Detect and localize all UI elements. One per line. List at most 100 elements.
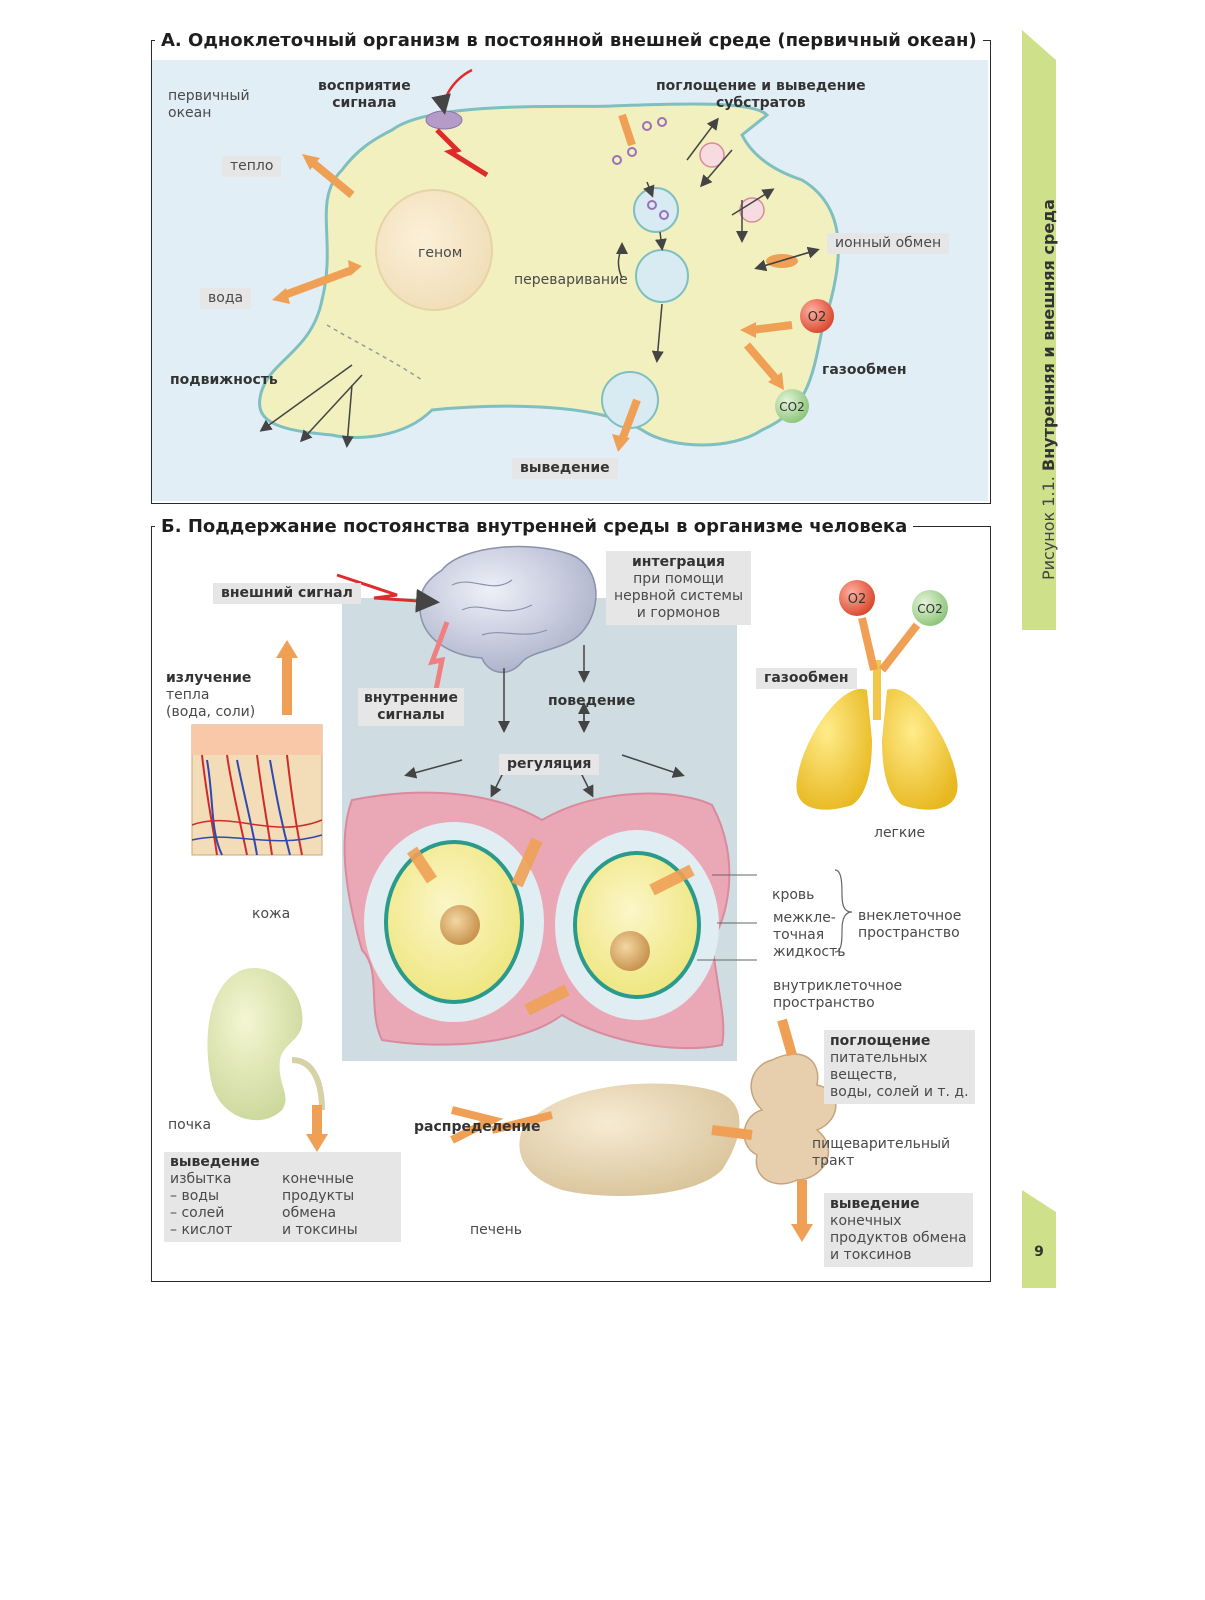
uptake-line-2: субстратов [715, 95, 806, 111]
extracellular-line-1: внеклеточное [858, 908, 962, 924]
radiation-line-3: (вода, соли) [166, 704, 256, 720]
cell-body [258, 102, 840, 447]
end-products-line-1: конечные [282, 1171, 354, 1187]
heat-arrow [309, 158, 355, 199]
o2-ball-b [839, 580, 875, 616]
co2-label-a: CO2 [779, 400, 804, 414]
end-products-line-2: продукты [282, 1188, 355, 1204]
gas-exchange-label-b: газообмен [756, 668, 857, 689]
interstitial-line-1: межкле- [773, 910, 836, 926]
uptake-line-1: поглощение и выведение [656, 78, 866, 94]
absorption-line-2: питательных [830, 1050, 928, 1066]
figure-label: Рисунок 1.1. [1039, 476, 1058, 580]
kidney-label: почка [168, 1117, 212, 1133]
internal-signals-label: внутренние сигналы [358, 688, 464, 726]
cell-right [573, 851, 701, 999]
excretion-arrow [618, 398, 641, 442]
water-arrow [280, 266, 354, 300]
excretion-left-line-5: – кислот [170, 1222, 233, 1238]
skin-label: кожа [252, 906, 291, 922]
regulation-label: регуляция [499, 754, 600, 775]
kidney-icon [207, 968, 303, 1121]
receptor [425, 110, 463, 130]
interstitial-line-2: точная [773, 927, 825, 943]
radiation-label: излучение тепла (вода, соли) [166, 670, 255, 721]
ion-exchange-label: ионный обмен [827, 233, 950, 254]
signal-bolt [435, 128, 489, 178]
liver-label: печень [470, 1222, 523, 1238]
co2-ball-a [775, 389, 809, 423]
excretion-right-line-3: продуктов обмена [830, 1230, 967, 1246]
intracellular-line-2: пространство [773, 995, 875, 1011]
heat-label: тепло [222, 156, 282, 177]
genome-nucleus [375, 189, 493, 311]
excretion-left-line-1: выведение [170, 1154, 260, 1170]
page-number-tab [1022, 1190, 1056, 1288]
end-products-line-4: и токсины [282, 1222, 358, 1238]
behavior-label: поведение [548, 693, 636, 709]
radiation-line-2: тепла [166, 687, 210, 703]
gi-tract-icon [743, 1053, 837, 1185]
genome-label: геном [418, 245, 463, 261]
gi-tract-line-2: тракт [812, 1153, 855, 1169]
integration-line-4: и гормонов [636, 605, 721, 621]
digestion-label: переваривание [514, 272, 628, 288]
end-products-label: конечные продукты обмена и токсины [282, 1171, 358, 1239]
external-signal-label: внешний сигнал [213, 583, 361, 604]
distribution-label: распределение [414, 1119, 541, 1135]
absorption-line-1: поглощение [830, 1033, 931, 1049]
water-label: вода [200, 288, 252, 309]
end-products-line-3: обмена [282, 1205, 337, 1221]
panel-a-title: А. Одноклеточный организм в постоянной в… [155, 30, 983, 51]
ocean-label: первичный океан [168, 88, 250, 122]
skin-block [191, 724, 323, 856]
signal-perception-label: восприятие сигнала [318, 78, 411, 112]
excretion-right-line-1: выведение [830, 1196, 920, 1212]
extracellular-line-2: пространство [858, 925, 960, 941]
gi-tract-line-1: пищеварительный [812, 1136, 951, 1152]
co2-label-b: CO2 [917, 602, 942, 616]
gi-tract-label: пищеварительный тракт [812, 1136, 950, 1170]
lungs-icon [796, 688, 872, 810]
co2-ball-b [912, 590, 948, 626]
excretion-right-line-4: и токсинов [830, 1247, 912, 1263]
figure-title: Внутренняя и внешняя среда [1039, 199, 1058, 472]
o2-label-b: O2 [848, 592, 867, 607]
gas-exchange-label-a: газообмен [822, 362, 907, 378]
excretion-left-line-4: – солей [170, 1205, 225, 1221]
brain-icon [419, 545, 597, 674]
integration-label: интеграция при помощи нервной системы и … [606, 551, 752, 625]
o2-ball-a [800, 299, 834, 333]
page-number: 9 [1034, 1244, 1044, 1260]
absorption-line-3: веществ, [830, 1067, 898, 1083]
internal-signals-line-1: внутренние [364, 690, 458, 706]
signal-perception-line-2: сигнала [332, 95, 397, 111]
panel-b-title: Б. Поддержание постоянства внутренней ср… [155, 516, 914, 537]
chapter-side-tab [1022, 30, 1056, 630]
interstitial-label: межкле- точная жидкость [773, 910, 846, 961]
interstitial-line-3: жидкость [773, 944, 846, 960]
absorption-line-4: воды, солей и т. д. [830, 1084, 969, 1100]
excretion-right-line-2: конечных [830, 1213, 902, 1229]
liver-icon [519, 1083, 740, 1196]
o2-label-a: O2 [808, 310, 827, 325]
signal-perception-line-1: восприятие [318, 78, 411, 94]
panel-a-diagram: O2 CO2 [152, 60, 988, 501]
uptake-label: поглощение и выведение субстратов [656, 78, 866, 112]
integration-line-1: интеграция [632, 554, 726, 570]
figure-caption-vertical: Рисунок 1.1. Внутренняя и внешняя среда [1039, 199, 1058, 580]
radiation-line-1: излучение [166, 670, 252, 686]
motility-label: подвижность [170, 372, 278, 388]
ocean-label-line-2: океан [168, 105, 212, 121]
excretion-left-line-2: избытка [170, 1171, 232, 1187]
integration-line-3: нервной системы [614, 588, 744, 604]
absorption-label: поглощение питательных веществ, воды, со… [824, 1030, 975, 1104]
ocean-label-line-1: первичный [168, 88, 250, 104]
extracellular-label: внеклеточное пространство [858, 908, 961, 942]
excretion-label-a: выведение [512, 458, 618, 479]
excretion-left-line-3: – воды [170, 1188, 219, 1204]
integration-line-2: при помощи [633, 571, 724, 587]
internal-signals-line-2: сигналы [377, 707, 445, 723]
blood-label: кровь [772, 887, 815, 903]
panel-b-diagram: O2 CO2 [191, 545, 958, 1242]
